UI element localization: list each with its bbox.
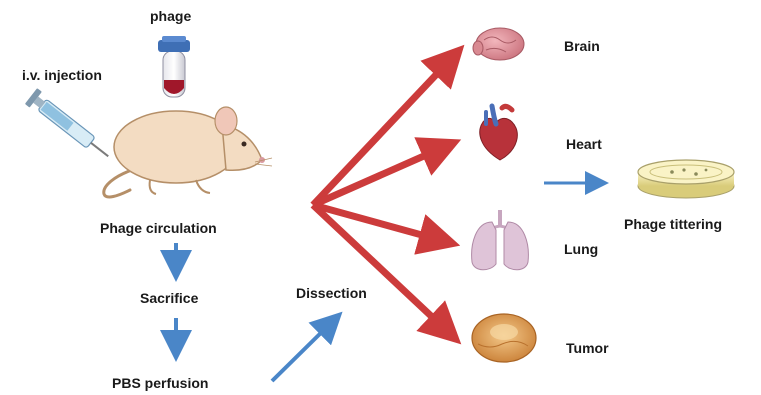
arrow-perfusion-to-dissection	[272, 320, 334, 381]
syringe-icon	[25, 88, 115, 164]
tumor-icon	[472, 314, 536, 362]
lung-icon	[472, 210, 529, 270]
phage-circulation-label: Phage circulation	[100, 220, 217, 236]
tumor-label: Tumor	[566, 340, 609, 356]
mouse-icon	[104, 107, 272, 197]
iv-injection-label: i.v. injection	[22, 67, 102, 83]
heart-icon	[480, 106, 518, 160]
brain-label: Brain	[564, 38, 600, 54]
petri-dish-icon	[638, 160, 734, 198]
phage-tube-icon	[158, 36, 190, 97]
pbs-perfusion-label: PBS perfusion	[112, 375, 208, 391]
dissection-label: Dissection	[296, 285, 367, 301]
lung-label: Lung	[564, 241, 598, 257]
phage-label: phage	[150, 8, 191, 24]
arrow-to-heart	[313, 148, 442, 205]
arrow-to-brain	[313, 60, 450, 205]
phage-titering-label: Phage tittering	[624, 216, 722, 232]
sacrifice-label: Sacrifice	[140, 290, 198, 306]
heart-label: Heart	[566, 136, 602, 152]
brain-icon	[473, 28, 524, 60]
